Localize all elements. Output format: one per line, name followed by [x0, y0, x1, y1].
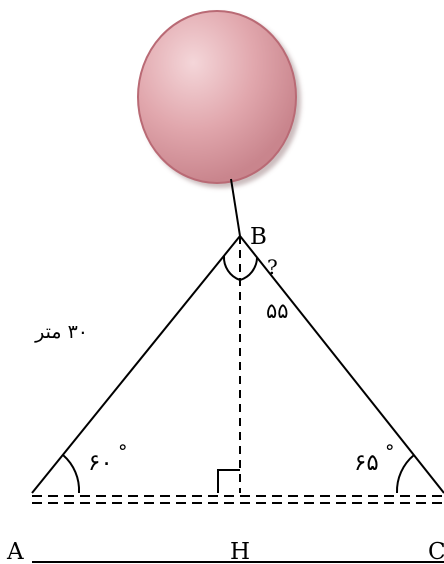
angle-a-label: ۶۰ — [88, 450, 113, 476]
side-bc — [239, 235, 444, 494]
angle-arc-a — [62, 454, 81, 494]
angle-arc-c — [395, 454, 415, 494]
point-label-b: B — [250, 224, 267, 250]
angle-b-right-label: ۵۵ — [266, 299, 289, 323]
side-ab — [31, 235, 241, 494]
point-label-a: A — [6, 539, 24, 564]
angle-a-degree: ° — [118, 441, 128, 463]
right-angle-marker — [217, 469, 240, 493]
angle-arc-b-right — [239, 257, 258, 281]
angle-c-label: ۶۵ — [354, 450, 379, 476]
point-label-c: C — [428, 539, 444, 564]
angle-c-degree: ° — [385, 441, 395, 463]
balloon — [137, 10, 297, 184]
question-mark: ? — [267, 255, 278, 279]
balloon-string — [230, 178, 241, 237]
angle-arc-b-left — [222, 255, 241, 281]
point-label-h: H — [230, 539, 250, 564]
side-length-label: ۳۰ متر — [34, 321, 88, 343]
